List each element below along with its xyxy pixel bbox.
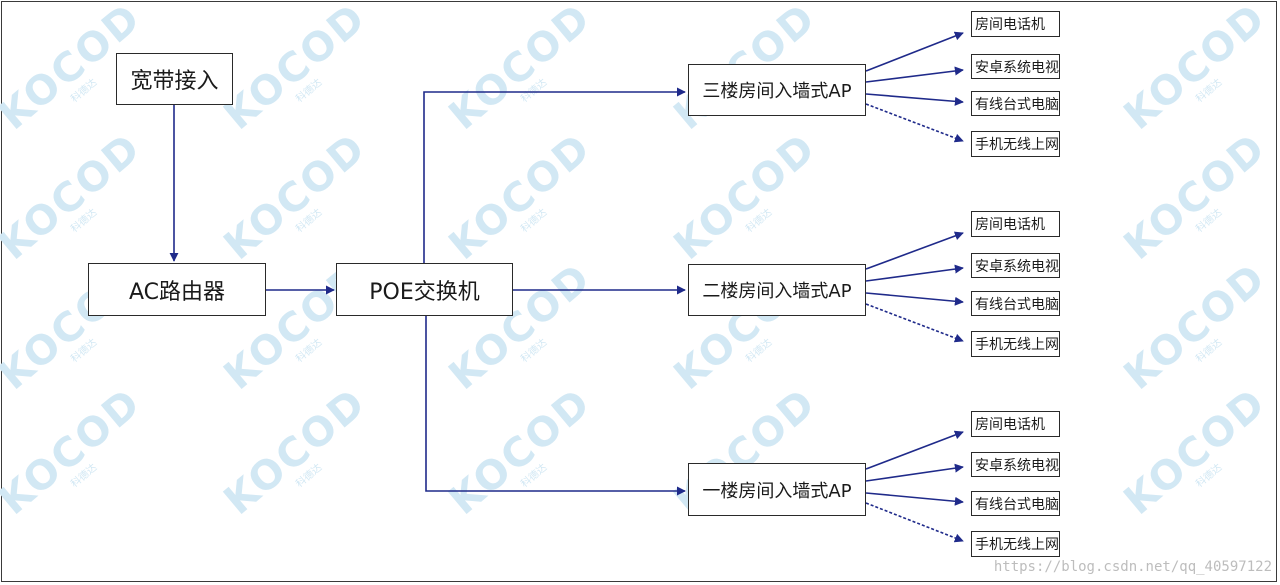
- arrow-ap2-to-mobile: [865, 303, 964, 343]
- device-phone-floor1: 房间电话机: [971, 411, 1060, 437]
- device-label: 有线台式电脑: [975, 496, 1059, 513]
- ap-floor2-node: 二楼房间入墙式AP: [688, 264, 866, 316]
- arrow-ap3-to-tv: [865, 66, 964, 83]
- device-phone-floor3: 房间电话机: [971, 11, 1060, 37]
- device-phone-floor2: 房间电话机: [971, 211, 1060, 237]
- arrow-ap1-to-phone: [865, 430, 964, 470]
- device-pc-floor1: 有线台式电脑: [971, 491, 1060, 516]
- device-label: 房间电话机: [975, 417, 1045, 433]
- device-pc-floor2: 有线台式电脑: [971, 291, 1060, 316]
- device-mobile-floor1: 手机无线上网: [971, 531, 1060, 557]
- device-label: 房间电话机: [975, 17, 1045, 33]
- device-label: 安卓系统电视: [975, 457, 1059, 474]
- arrow-ap2-to-phone: [865, 231, 964, 270]
- arrow-ap3-to-phone: [865, 31, 964, 72]
- device-tv-floor3: 安卓系统电视: [971, 54, 1060, 79]
- arrow-ap2-to-pc: [865, 292, 964, 306]
- device-label: 有线台式电脑: [975, 96, 1059, 113]
- device-label: 有线台式电脑: [975, 296, 1059, 313]
- arrow-ap2-to-tv: [865, 264, 964, 282]
- arrow-ap3-to-mobile: [865, 103, 964, 143]
- arrow-switch-to-ap-floor3: [423, 87, 686, 263]
- arrow-switch-to-ap-floor1: [425, 316, 686, 496]
- ap-floor3-node: 三楼房间入墙式AP: [688, 64, 866, 116]
- device-label: 手机无线上网: [975, 337, 1059, 353]
- device-tv-floor1: 安卓系统电视: [971, 452, 1060, 477]
- device-mobile-floor3: 手机无线上网: [971, 131, 1060, 157]
- device-label: 手机无线上网: [975, 537, 1059, 553]
- router-node: AC路由器: [88, 263, 266, 316]
- arrow-ap3-to-pc: [865, 93, 964, 106]
- device-mobile-floor2: 手机无线上网: [971, 331, 1060, 357]
- csdn-url-watermark: https://blog.csdn.net/qq_40597122: [993, 559, 1272, 575]
- ap-floor2-label: 二楼房间入墙式AP: [702, 281, 852, 302]
- poe-switch-label: POE交换机: [369, 279, 480, 305]
- device-pc-floor3: 有线台式电脑: [971, 91, 1060, 116]
- ap-floor3-label: 三楼房间入墙式AP: [702, 81, 852, 102]
- ap-floor1-node: 一楼房间入墙式AP: [688, 463, 866, 516]
- device-label: 手机无线上网: [975, 137, 1059, 153]
- ap-floor1-label: 一楼房间入墙式AP: [702, 480, 852, 502]
- device-label: 安卓系统电视: [975, 59, 1059, 76]
- arrow-ap1-to-tv: [865, 463, 964, 482]
- router-label: AC路由器: [128, 279, 226, 305]
- device-tv-floor2: 安卓系统电视: [971, 253, 1060, 278]
- device-label: 安卓系统电视: [975, 258, 1059, 275]
- broadband-node: 宽带接入: [116, 53, 233, 105]
- device-label: 房间电话机: [975, 217, 1045, 233]
- arrow-ap1-to-mobile: [865, 502, 964, 543]
- broadband-label: 宽带接入: [130, 69, 219, 94]
- poe-switch-node: POE交换机: [336, 263, 513, 316]
- arrow-ap1-to-pc: [865, 492, 964, 506]
